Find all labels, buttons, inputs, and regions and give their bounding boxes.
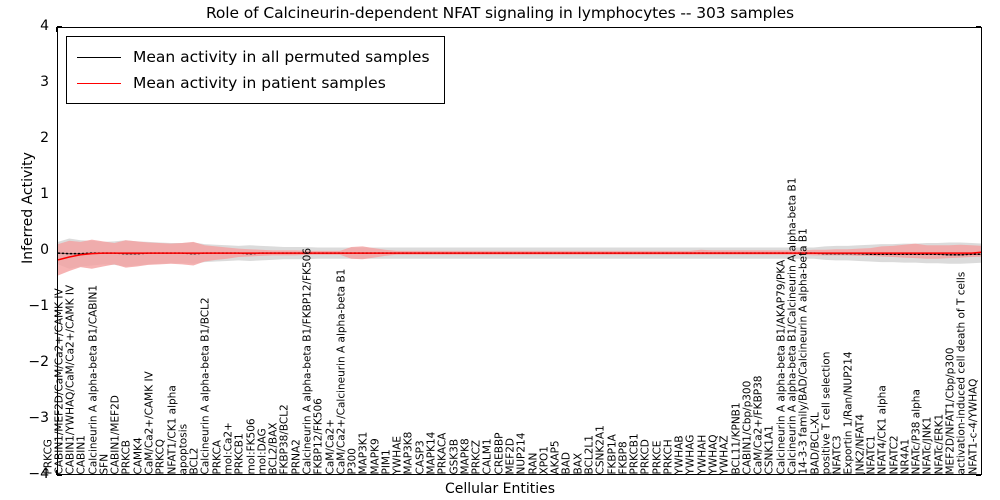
legend-item: Mean activity in all permuted samples xyxy=(77,44,430,70)
y-tick-label: 1 xyxy=(40,186,49,202)
legend-item: Mean activity in patient samples xyxy=(77,70,430,96)
confidence-band xyxy=(58,239,981,276)
y-tick-label: −4 xyxy=(28,466,49,482)
y-tick-label: 0 xyxy=(40,242,49,258)
legend-line-swatch xyxy=(77,82,121,84)
y-tick-label: −2 xyxy=(28,354,49,370)
legend-label: Mean activity in patient samples xyxy=(133,74,386,92)
legend-line-swatch xyxy=(77,56,121,58)
y-tick-mark xyxy=(57,26,62,28)
chart-title: Role of Calcineurin-dependent NFAT signa… xyxy=(205,4,795,22)
y-tick-label: 2 xyxy=(40,130,49,146)
y-axis-label: Inferred Activity xyxy=(20,152,36,264)
mean-activity-line xyxy=(58,251,981,261)
y-tick-label: 3 xyxy=(40,74,49,90)
series-bands-and-lines xyxy=(58,238,981,276)
y-tick-label: −1 xyxy=(28,298,49,314)
y-tick-label: −3 xyxy=(28,410,49,426)
y-tick-mark xyxy=(976,26,981,28)
x-tick-mark xyxy=(56,27,58,32)
y-tick-label: 4 xyxy=(40,18,49,34)
legend-label: Mean activity in all permuted samples xyxy=(133,48,430,66)
x-tick-mark xyxy=(56,470,58,475)
x-axis-label: Cellular Entities xyxy=(444,481,556,497)
